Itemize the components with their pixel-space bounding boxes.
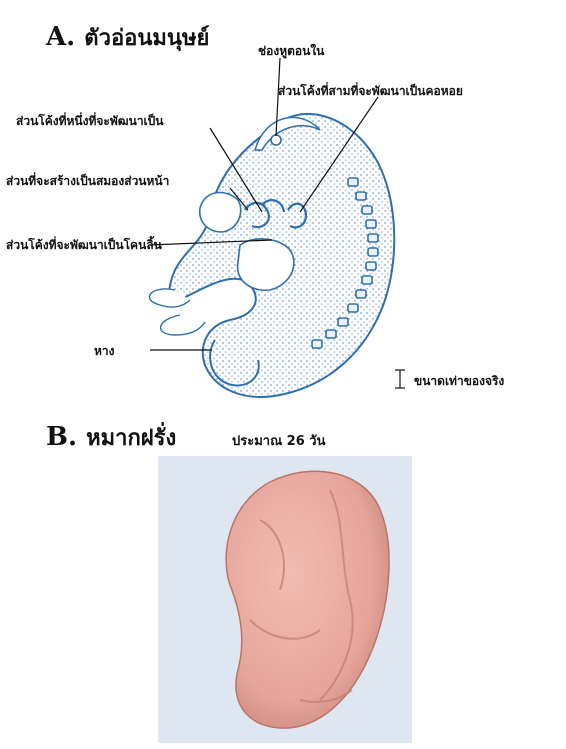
gum-photo <box>0 0 566 749</box>
embryo-figure: A. ตัวอ่อนมนุษย์ <box>0 0 566 749</box>
